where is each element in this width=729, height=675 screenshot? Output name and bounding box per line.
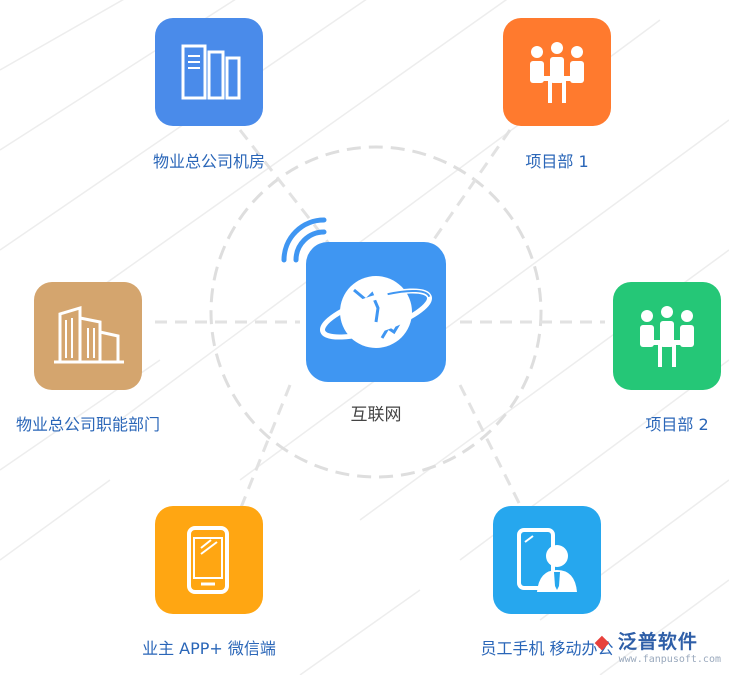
globe-icon xyxy=(320,276,432,348)
watermark-brand: ◆ 泛普软件 xyxy=(594,631,698,653)
project-2-tile xyxy=(613,282,721,390)
mobile-office-tile xyxy=(493,506,601,614)
watermark-logo-icon: ◆ xyxy=(594,631,611,653)
employee-phone-icon xyxy=(517,528,577,592)
watermark-url: www.fanpusoft.com xyxy=(618,654,721,665)
departments-tile xyxy=(34,282,142,390)
internet-label: 互联网 xyxy=(350,405,402,425)
server-room-tile xyxy=(155,18,263,126)
watermark: ◆ 泛普软件 www.fanpusoft.com xyxy=(595,627,721,665)
phone-icon xyxy=(187,526,229,594)
project-1-tile xyxy=(503,18,611,126)
mobile-office-label: 员工手机 移动办公 xyxy=(480,639,614,658)
project-1-label: 项目部 1 xyxy=(525,152,589,171)
project-2-label: 项目部 2 xyxy=(645,415,709,434)
departments-label: 物业总公司职能部门 xyxy=(15,415,160,434)
team-icon xyxy=(640,306,694,367)
owner-app-tile xyxy=(155,506,263,614)
server-room-label: 物业总公司机房 xyxy=(152,152,265,171)
wifi-signal-icon xyxy=(281,217,327,263)
team-icon xyxy=(530,42,584,103)
owner-app-label: 业主 APP+ 微信端 xyxy=(142,639,276,658)
internet-tile xyxy=(306,242,446,382)
building-icon xyxy=(54,305,124,364)
server-icon xyxy=(181,44,241,100)
